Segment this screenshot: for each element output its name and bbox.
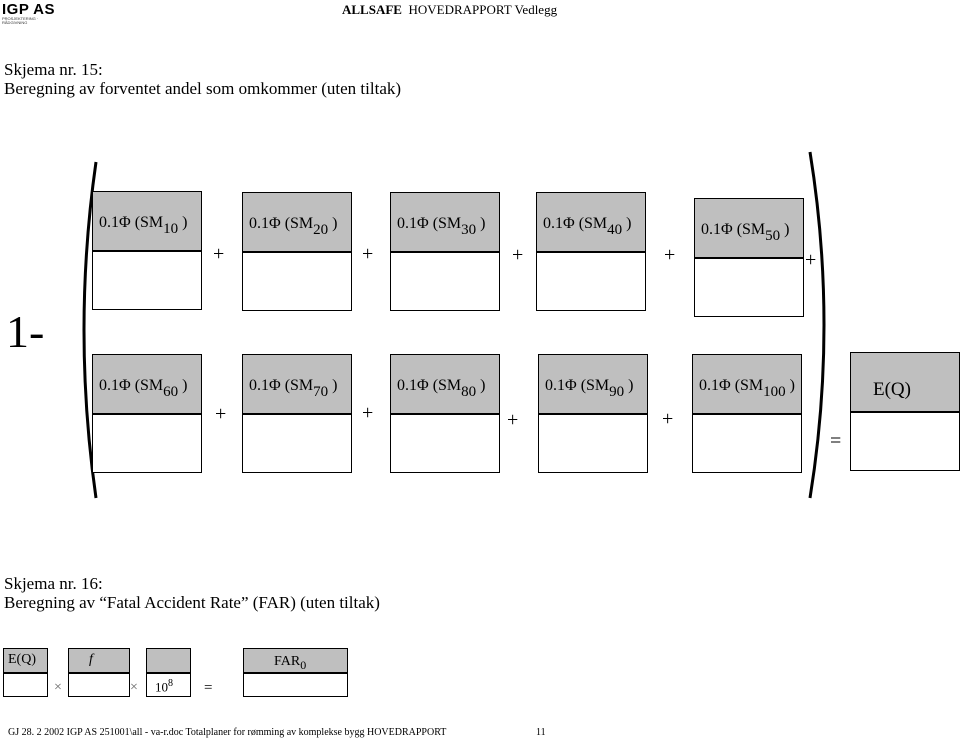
formula-suffix: ) <box>182 377 188 394</box>
formula-suffix: ) <box>784 221 790 238</box>
formula-subscript: 30 <box>461 222 477 238</box>
page-number: 11 <box>536 727 546 738</box>
schema15-number: Skjema nr. 15: <box>4 60 103 79</box>
formula-prefix: 0.1Φ (SM <box>397 377 462 394</box>
far-f-label: f <box>89 652 93 667</box>
value-input-box[interactable] <box>694 258 804 317</box>
formula-prefix: 0.1Φ (SM <box>699 377 764 394</box>
far-eq-label: E(Q) <box>8 652 36 667</box>
far-ten: 10 <box>155 679 168 695</box>
plus-sign: + <box>362 243 374 265</box>
value-input-box[interactable] <box>390 414 500 473</box>
page-header: ALLSAFE HOVEDRAPPORT Vedlegg <box>342 2 557 18</box>
formula-header: 0.1Φ (SM60 ) <box>92 354 202 414</box>
formula-header: 0.1Φ (SM100 ) <box>692 354 802 414</box>
formula-suffix: ) <box>332 215 338 232</box>
logo-text: IGP AS <box>2 1 56 18</box>
formula-suffix: ) <box>480 215 486 232</box>
formula-suffix: ) <box>628 377 634 394</box>
far-exponent: 8 <box>168 678 173 689</box>
right-parenthesis <box>808 151 826 499</box>
formula-suffix: ) <box>332 377 338 394</box>
far-f-header: f <box>68 648 130 673</box>
formula-prefix: 0.1Φ (SM <box>249 377 314 394</box>
plus-sign: + <box>662 408 674 430</box>
formula-prefix: 0.1Φ (SM <box>545 377 610 394</box>
plus-sign: + <box>213 243 225 265</box>
expected-fraction-result: E(Q) <box>850 352 960 471</box>
company-logo: IGP AS PROSJEKTERING · RÅDGIVNING <box>2 1 62 25</box>
formula-prefix: 0.1Φ (SM <box>99 377 164 394</box>
plus-sign: + <box>664 244 676 266</box>
formula-subscript: 80 <box>461 384 477 400</box>
header-title: HOVEDRAPPORT Vedlegg <box>408 2 558 17</box>
formula-subscript: 90 <box>609 384 625 400</box>
plus-sign: + <box>362 402 374 424</box>
equals-sign: = <box>204 680 213 696</box>
formula-header: 0.1Φ (SM50 ) <box>694 198 804 258</box>
result-header: E(Q) <box>850 352 960 412</box>
footer-text: GJ 28. 2 2002 IGP AS 251001\all - va-r.d… <box>8 727 447 738</box>
left-parenthesis <box>82 161 98 499</box>
value-input-box[interactable] <box>536 252 646 311</box>
far-f-input[interactable] <box>68 673 130 697</box>
far-subscript: 0 <box>300 657 307 672</box>
plus-sign: + <box>215 403 227 425</box>
value-input-box[interactable] <box>390 252 500 311</box>
value-input-box[interactable] <box>242 414 352 473</box>
value-input-box[interactable] <box>538 414 648 473</box>
page-footer: GJ 28. 2 2002 IGP AS 251001\all - va-r.d… <box>8 727 446 738</box>
formula-header: 0.1Φ (SM10 ) <box>92 191 202 251</box>
formula-subscript: 100 <box>763 384 786 400</box>
schema16-title: Beregning av “Fatal Accident Rate” (FAR)… <box>4 593 380 612</box>
formula-subscript: 40 <box>607 222 623 238</box>
far-result-input[interactable] <box>243 673 348 697</box>
equals-sign: = <box>830 430 842 452</box>
plus-sign: + <box>512 244 524 266</box>
formula-suffix: ) <box>480 377 486 394</box>
plus-sign: + <box>507 409 519 431</box>
formula-subscript: 10 <box>163 221 179 237</box>
formula-header: 0.1Φ (SM30 ) <box>390 192 500 252</box>
formula-header: 0.1Φ (SM90 ) <box>538 354 648 414</box>
logo-tagline: PROSJEKTERING · RÅDGIVNING <box>2 16 39 25</box>
formula-header: 0.1Φ (SM20 ) <box>242 192 352 252</box>
formula-suffix: ) <box>789 377 795 394</box>
schema15-title: Beregning av forventet andel som omkomme… <box>4 79 402 98</box>
formula-header: 0.1Φ (SM80 ) <box>390 354 500 414</box>
times-sign: × <box>130 680 138 695</box>
value-input-box[interactable] <box>242 252 352 311</box>
header-company: ALLSAFE <box>342 2 402 17</box>
formula-subscript: 20 <box>313 222 329 238</box>
one-minus: 1- <box>6 306 45 357</box>
formula-header: 0.1Φ (SM70 ) <box>242 354 352 414</box>
formula-prefix: 0.1Φ (SM <box>701 221 766 238</box>
plus-sign: + <box>805 249 817 271</box>
value-input-box[interactable] <box>92 414 202 473</box>
times-sign: × <box>54 680 62 695</box>
result-label: E(Q) <box>873 379 911 400</box>
formula-prefix: 0.1Φ (SM <box>397 215 462 232</box>
value-input-box[interactable] <box>92 251 202 310</box>
far-result-header: FAR0 <box>243 648 348 673</box>
far-label: FAR <box>274 654 301 669</box>
result-input-box[interactable] <box>850 412 960 471</box>
formula-subscript: 70 <box>313 384 329 400</box>
formula-subscript: 60 <box>163 384 179 400</box>
formula-header: 0.1Φ (SM40 ) <box>536 192 646 252</box>
formula-prefix: 0.1Φ (SM <box>543 215 608 232</box>
formula-suffix: ) <box>626 215 632 232</box>
formula-prefix: 0.1Φ (SM <box>249 215 314 232</box>
value-input-box[interactable] <box>692 414 802 473</box>
formula-subscript: 50 <box>765 228 781 244</box>
schema16-number: Skjema nr. 16: <box>4 574 103 593</box>
formula-suffix: ) <box>182 214 188 231</box>
far-eq-input[interactable] <box>3 673 48 697</box>
far-power-box: 108 <box>146 673 191 697</box>
far-power-header <box>146 648 191 673</box>
far-eq-header: E(Q) <box>3 648 48 673</box>
formula-prefix: 0.1Φ (SM <box>99 214 164 231</box>
